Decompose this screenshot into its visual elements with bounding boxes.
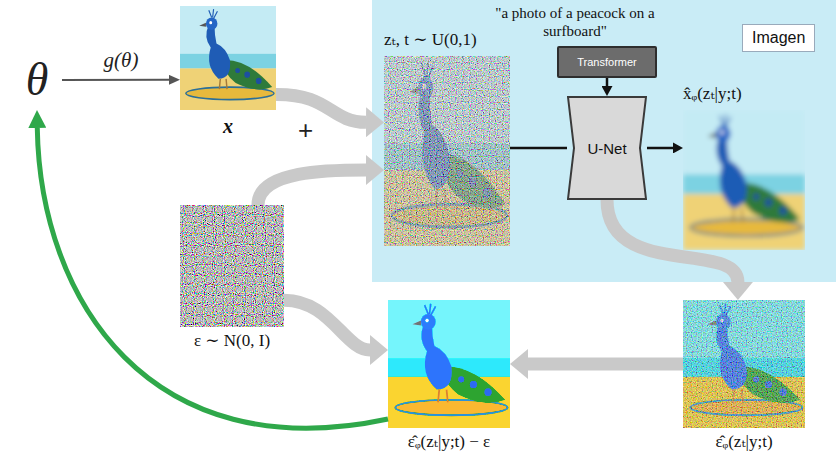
flow-arrow bbox=[510, 147, 567, 150]
flow-arrow bbox=[528, 358, 683, 371]
imagen-panel-fill bbox=[372, 0, 836, 282]
predicted-noise bbox=[683, 300, 805, 428]
noise-prediction-image: ε̂ᵩ(zₜ|y;t) bbox=[683, 300, 805, 428]
flow-arrow bbox=[284, 300, 370, 350]
flow-arrow bbox=[276, 94, 366, 122]
block-label: U-Net bbox=[587, 140, 626, 157]
denoised-image: x̂ᵩ(zₜ|y;t) bbox=[683, 110, 805, 250]
rendered-image: x bbox=[180, 6, 276, 110]
flow-arrow bbox=[258, 170, 366, 205]
block-label: Transformer bbox=[577, 56, 637, 68]
gradient-arrow bbox=[37, 128, 388, 428]
unet-block: U-Net bbox=[567, 96, 647, 200]
symbol-text: θ bbox=[26, 57, 49, 103]
imagen-panel: Imagen zₜ, t ∼ U(0,1) TransformerU-Net x̂ᵩ(… bbox=[372, 0, 836, 282]
image-caption: ε̂ᵩ(zₜ|y;t) − ε bbox=[408, 432, 490, 452]
gaussian-noise bbox=[180, 205, 284, 327]
flow-arrow bbox=[607, 200, 738, 282]
denoised-peacock bbox=[683, 110, 805, 250]
image-caption: zₜ, t ∼ U(0,1) bbox=[384, 30, 477, 50]
plus-sign: + bbox=[298, 117, 313, 143]
noisy-peacock bbox=[384, 56, 510, 246]
edge-label: g(θ) bbox=[102, 47, 141, 72]
noise-image: ε ∼ N(0, I) bbox=[180, 205, 284, 327]
noisy-image: zₜ, t ∼ U(0,1) bbox=[384, 56, 510, 246]
image-caption: x bbox=[223, 114, 233, 138]
residual-ground bbox=[388, 300, 510, 428]
image-caption: ε̂ᵩ(zₜ|y;t) bbox=[715, 432, 772, 452]
transformer-box: Transformer bbox=[557, 46, 657, 78]
residual-image: ε̂ᵩ(zₜ|y;t) − ε bbox=[388, 300, 510, 428]
parameter-symbol: θ bbox=[12, 50, 62, 110]
text-prompt: "a photo of a peacock on a surfboard" bbox=[485, 4, 665, 40]
residual-peacock bbox=[388, 300, 510, 428]
flow-arrow bbox=[647, 147, 673, 150]
image-caption: ε ∼ N(0, I) bbox=[194, 331, 270, 351]
image-caption: x̂ᵩ(zₜ|y;t) bbox=[683, 84, 742, 104]
noisy-latent bbox=[384, 56, 510, 246]
flow-arrow bbox=[606, 78, 609, 86]
model-name: Imagen bbox=[742, 24, 815, 52]
flow-arrow bbox=[62, 79, 169, 81]
peacock-render bbox=[180, 6, 276, 110]
predicted-noise-peacock bbox=[683, 300, 805, 428]
